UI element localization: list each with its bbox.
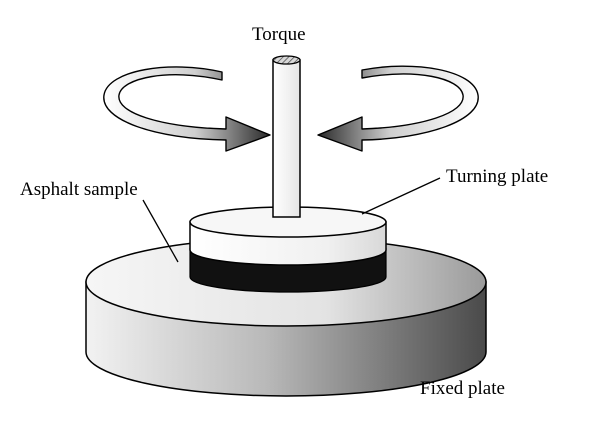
right-rotation-arrow-body: [317, 65, 479, 152]
shaft: [272, 55, 301, 218]
turning-plate-leader-line: [361, 177, 441, 215]
turning-plate: [189, 206, 387, 266]
left-rotation-arrow-icon: [103, 66, 271, 152]
left-rotation-arrow-body: [103, 66, 271, 152]
shaft-top-hatched: [272, 55, 301, 65]
torque-label: Torque: [252, 24, 306, 45]
asphalt-sample-label: Asphalt sample: [20, 179, 138, 200]
asphalt-sample-leader-line: [142, 199, 179, 263]
fixed-plate-label: Fixed plate: [420, 378, 505, 399]
turning-plate-label: Turning plate: [446, 166, 548, 187]
shaft-body: [272, 59, 301, 218]
right-rotation-arrow-icon: [317, 65, 479, 152]
